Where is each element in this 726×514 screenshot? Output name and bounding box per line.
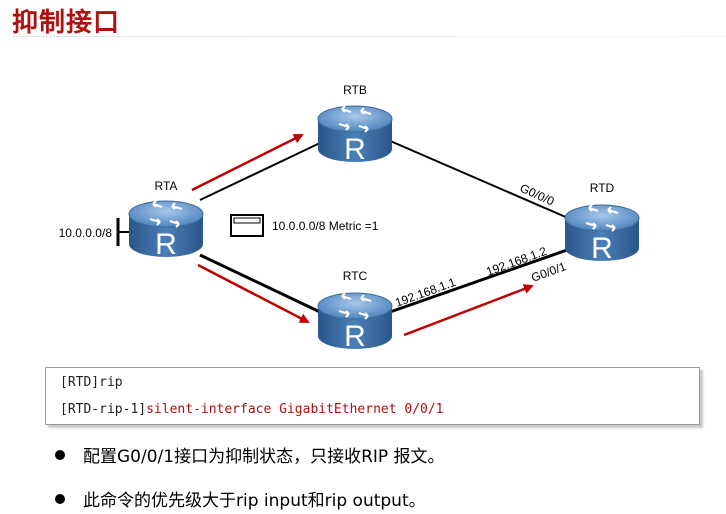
routing-update-icon bbox=[230, 214, 264, 237]
command-prompt: [RTD-rip-1] bbox=[60, 402, 147, 417]
bullet-item: 此命令的优先级大于rip input和rip output。 bbox=[55, 486, 426, 511]
network-label: 10.0.0.0/8 bbox=[59, 226, 113, 240]
link-rta-rtb bbox=[199, 142, 321, 201]
arrow-rtc-to-rtd bbox=[403, 284, 534, 337]
svg-text:R: R bbox=[155, 228, 177, 261]
router-rtc-name: RTC bbox=[343, 269, 368, 283]
router-rtb-icon: R bbox=[317, 105, 393, 166]
arrow-rta-to-rtc bbox=[197, 263, 310, 324]
svg-text:R: R bbox=[344, 320, 366, 353]
title-divider bbox=[12, 36, 726, 37]
router-rtb-name: RTB bbox=[343, 83, 367, 97]
router-rta-name: RTA bbox=[155, 179, 178, 193]
router-rtc-icon: R bbox=[317, 292, 393, 353]
command-line-2: [RTD-rip-1]silent-interface GigabitEther… bbox=[60, 402, 444, 417]
command-box: [RTD]rip [RTD-rip-1]silent-interface Gig… bbox=[45, 367, 700, 425]
svg-text:R: R bbox=[344, 133, 366, 166]
bullet-dot-icon bbox=[55, 450, 65, 460]
svg-text:R: R bbox=[591, 232, 613, 265]
bullet-dot-icon bbox=[55, 494, 65, 504]
page-title: 抑制接口 bbox=[12, 8, 121, 38]
bullet-text: 此命令的优先级大于rip input和rip output。 bbox=[83, 491, 426, 511]
silent-interface-command: silent-interface GigabitEthernet 0/0/1 bbox=[146, 402, 444, 417]
route-info-label: 10.0.0.0/8 Metric =1 bbox=[272, 219, 379, 233]
router-rtd-name: RTD bbox=[590, 181, 615, 195]
router-rtd-icon: R bbox=[564, 204, 640, 265]
bullet-item: 配置G0/0/1接口为抑制状态，只接收RIP 报文。 bbox=[55, 442, 445, 467]
rtd-g001-label: G0/0/1 bbox=[529, 259, 568, 285]
link-rta-rtc bbox=[199, 253, 321, 314]
arrow-rta-to-rtb bbox=[191, 133, 304, 192]
bullet-text: 配置G0/0/1接口为抑制状态，只接收RIP 报文。 bbox=[83, 447, 445, 467]
link-rtb-rtd bbox=[387, 139, 569, 219]
command-line-1: [RTD]rip bbox=[60, 375, 123, 390]
network-diagram: R R R R RTA RTB RTC RTD 10.0.0.0/8 10.0.… bbox=[58, 83, 640, 353]
link-rtc-rtd bbox=[389, 248, 568, 314]
router-rta-icon: R bbox=[128, 200, 204, 261]
